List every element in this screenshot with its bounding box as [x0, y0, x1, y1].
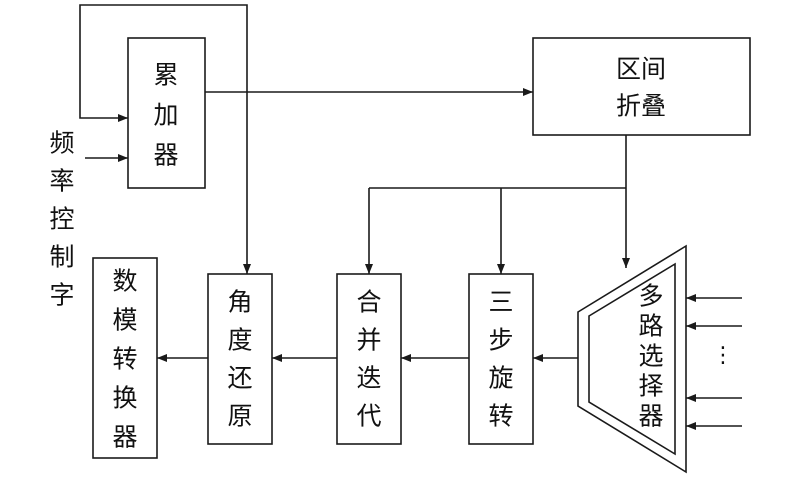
svg-text:制: 制	[49, 243, 74, 272]
svg-text:迭: 迭	[356, 364, 381, 393]
svg-text:还: 还	[227, 364, 252, 393]
svg-text:步: 步	[488, 326, 513, 355]
svg-text:器: 器	[638, 402, 663, 431]
svg-text:三: 三	[488, 288, 513, 317]
svg-text:器: 器	[112, 423, 137, 452]
svg-text:择: 择	[638, 372, 663, 401]
mux-inputs-ellipsis: ⋮	[712, 343, 734, 368]
svg-text:累: 累	[153, 61, 178, 90]
dac-block: 数 模 转 换 器	[92, 257, 158, 459]
svg-text:转: 转	[488, 402, 513, 431]
svg-text:频: 频	[49, 129, 74, 158]
svg-text:数: 数	[112, 267, 137, 296]
svg-text:选: 选	[638, 342, 663, 371]
svg-text:转: 转	[112, 345, 137, 374]
connection-arrows	[79, 4, 742, 430]
svg-text:字: 字	[49, 281, 74, 310]
svg-text:控: 控	[49, 205, 74, 234]
svg-text:折叠: 折叠	[616, 92, 666, 121]
svg-text:模: 模	[112, 306, 137, 335]
svg-text:器: 器	[153, 141, 178, 170]
frequency-control-word-label: 频 率 控 制 字	[49, 129, 74, 310]
svg-text:合: 合	[356, 288, 381, 317]
angle-restoration-block: 角 度 还 原	[207, 273, 273, 445]
svg-text:路: 路	[638, 312, 663, 341]
svg-text:旋: 旋	[488, 364, 513, 393]
multiplexer-block: 多 路 选 择 器 ⋮	[577, 244, 734, 474]
svg-text:率: 率	[49, 167, 74, 196]
svg-text:角: 角	[227, 288, 252, 317]
svg-text:度: 度	[227, 326, 252, 355]
merged-iteration-block: 合 并 迭 代	[336, 273, 402, 445]
svg-text:换: 换	[112, 384, 137, 413]
svg-text:代: 代	[356, 402, 381, 431]
accumulator-block: 累 加 器	[127, 37, 206, 189]
svg-text:区间: 区间	[616, 55, 666, 84]
svg-text:多: 多	[638, 282, 663, 311]
three-step-rotation-block: 三 步 旋 转	[468, 273, 534, 445]
svg-text:并: 并	[356, 326, 381, 355]
svg-text:原: 原	[227, 402, 252, 431]
feedback-arrow	[79, 4, 248, 122]
svg-text:加: 加	[153, 101, 178, 130]
interval-folding-block: 区间 折叠	[532, 37, 751, 136]
